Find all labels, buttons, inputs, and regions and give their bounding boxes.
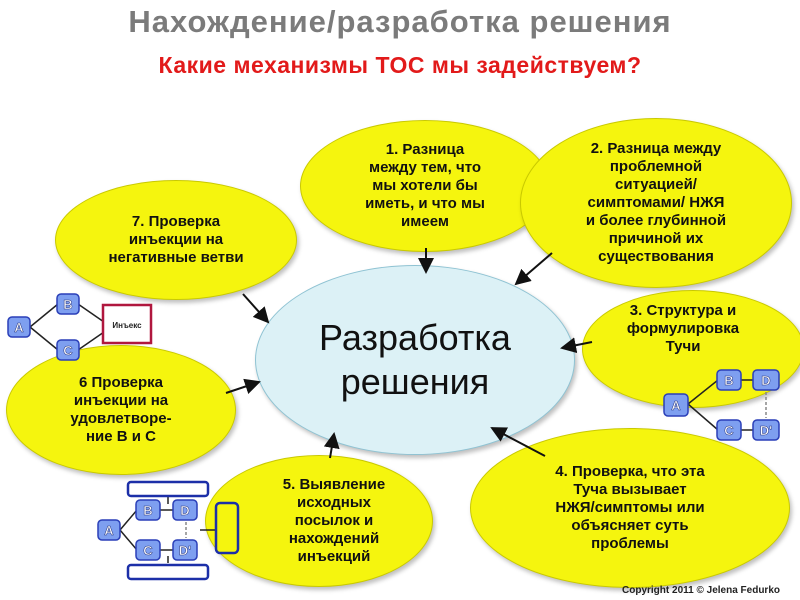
- arrow-2: [514, 252, 553, 286]
- node-2: 2. Разница между проблемной ситуацией/ с…: [520, 118, 792, 288]
- cloud-a: A: [671, 398, 681, 413]
- node-5-text: 5. Выявление исходных посылок и нахожден…: [282, 476, 386, 565]
- arrow-6: [225, 378, 261, 395]
- center-node: Разработка решения: [255, 265, 575, 455]
- cloud-diagram-injection: A B C Инъекс: [7, 293, 153, 361]
- cloud-diagram-5: A B D C D': [97, 480, 240, 581]
- cloud-b: B: [63, 297, 72, 312]
- cloud-b: B: [724, 373, 733, 388]
- arrow-7: [242, 293, 270, 324]
- node-5: 5. Выявление исходных посылок и нахожден…: [205, 455, 433, 587]
- slide-title: Нахождение/разработка решения: [128, 4, 672, 39]
- node-7: 7. Проверка инъекции на негативные ветви: [55, 180, 297, 300]
- copyright: Copyright 2011 © Jelena Fedurko: [622, 585, 780, 596]
- node-6-text: 6 Проверка инъекции на удовлетворе- ние …: [70, 374, 172, 445]
- cloud-d: D: [180, 503, 189, 518]
- cloud-c: C: [63, 343, 73, 358]
- slide-subtitle: Какие механизмы ТОС мы задействуем?: [158, 52, 642, 78]
- arrow-3: [560, 337, 593, 354]
- cloud-d: D: [761, 373, 770, 388]
- cloud-a: A: [14, 320, 24, 335]
- injection-label: Инъекс: [112, 321, 142, 330]
- node-3-text: 3. Структура и формулировка Тучи: [626, 302, 740, 355]
- node-7-text: 7. Проверка инъекции на негативные ветви: [108, 213, 244, 266]
- arrow-5: [323, 432, 340, 459]
- cloud-c: C: [143, 543, 153, 558]
- node-4: 4. Проверка, что эта Туча вызывает НЖЯ/с…: [470, 428, 790, 588]
- node-6: 6 Проверка инъекции на удовлетворе- ние …: [6, 345, 236, 475]
- cloud-diagram-3: A B D C D': [663, 369, 780, 441]
- node-4-text: 4. Проверка, что эта Туча вызывает НЖЯ/с…: [555, 463, 705, 552]
- cloud-a: A: [104, 523, 114, 538]
- cloud-c: C: [724, 423, 734, 438]
- cloud-d-prime: D': [760, 423, 772, 438]
- cloud-d-prime: D': [179, 543, 191, 558]
- node-2-text: 2. Разница между проблемной ситуацией/ с…: [585, 140, 727, 265]
- arrow-4: [490, 427, 546, 457]
- node-1-text: 1. Разница между тем, что мы хотели бы и…: [365, 141, 485, 230]
- center-text: Разработка решения: [319, 317, 511, 402]
- node-1: 1. Разница между тем, что мы хотели бы и…: [300, 120, 550, 252]
- cloud-b: B: [143, 503, 152, 518]
